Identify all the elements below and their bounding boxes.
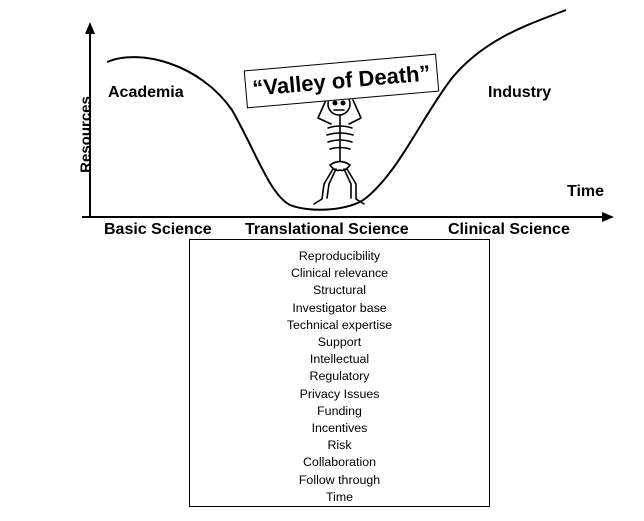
resource-curve — [106, 9, 567, 211]
stage-label-basic-science: Basic Science — [104, 221, 212, 238]
list-item: Collaboration — [302, 455, 376, 470]
y-axis-label: Resources — [77, 96, 95, 173]
list-item: Follow through — [298, 472, 381, 487]
list-item: Technical expertise — [286, 317, 393, 332]
barriers-list: Reproducibility Clinical relevance Struc… — [190, 240, 489, 506]
list-item: Incentives — [311, 421, 368, 436]
barriers-box: Reproducibility Clinical relevance Struc… — [189, 239, 490, 507]
list-item: Reproducibility — [298, 249, 381, 263]
list-item: Clinical relevance — [290, 266, 389, 281]
skeleton-icon — [313, 92, 365, 205]
region-label-academia: Academia — [108, 84, 184, 101]
list-item: Investigator base — [292, 300, 387, 315]
y-axis-arrow-icon — [85, 22, 95, 34]
list-item: Structural — [312, 283, 367, 298]
list-item: Time — [325, 489, 354, 504]
stage-label-translational-science: Translational Science — [245, 221, 409, 238]
list-item: Intellectual — [309, 352, 370, 367]
y-axis — [85, 22, 95, 217]
stage-label-clinical-science: Clinical Science — [448, 221, 570, 238]
list-item: Privacy Issues — [299, 386, 380, 401]
x-axis-arrow-icon — [602, 212, 614, 222]
list-item: Regulatory — [309, 369, 370, 384]
x-axis — [82, 212, 614, 222]
list-item: Support — [317, 335, 362, 350]
list-item: Funding — [317, 403, 362, 418]
region-label-industry: Industry — [488, 84, 552, 101]
list-item: Risk — [327, 438, 352, 453]
x-axis-time-label: Time — [567, 183, 605, 200]
